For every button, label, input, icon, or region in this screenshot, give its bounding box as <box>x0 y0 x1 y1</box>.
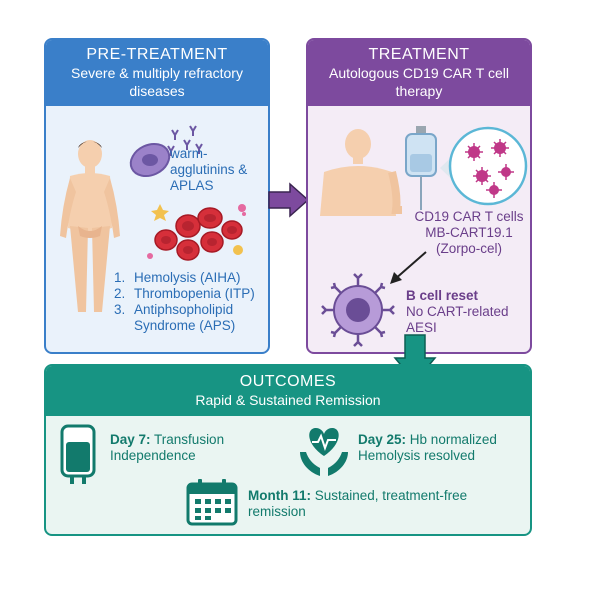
disease-item: 1.Hemolysis (AIHA) <box>114 270 241 285</box>
outcomes-subtitle: Rapid & Sustained Remission <box>195 392 381 408</box>
patient-body-icon <box>60 140 120 312</box>
calendar-icon <box>186 479 238 526</box>
outcome-day7-text: Transfusion Independence <box>110 432 225 463</box>
disease-list: 1.Hemolysis (AIHA) 2.Thrombopenia (ITP) … <box>114 270 264 334</box>
pretreatment-header: PRE-TREATMENT Severe & multiply refracto… <box>46 40 268 106</box>
disease-item: 3.Antiphsopholipid Syndrome (APS) <box>114 302 236 333</box>
pretreatment-subtitle: Severe & multiply refractory diseases <box>71 65 243 99</box>
arrow-right-icon <box>268 182 310 218</box>
outcome-day25-text: Hb normalized Hemolysis resolved <box>358 432 497 463</box>
b-cell-icon <box>321 273 395 347</box>
pointer-arrow-icon <box>390 251 427 284</box>
outcome-day25-label: Day 25: <box>358 432 407 447</box>
treatment-panel: TREATMENT Autologous CD19 CAR T cell the… <box>306 38 532 354</box>
bcell-reset-text: No CART-related AESI <box>406 304 509 335</box>
bcell-reset-title: B cell reset <box>406 288 479 303</box>
outcome-day7-label: Day 7: <box>110 432 151 447</box>
outcome-day7: Day 7: Transfusion Independence <box>110 432 260 464</box>
patient-torso-icon <box>320 129 402 216</box>
outcomes-title: OUTCOMES <box>239 373 337 390</box>
bcell-reset-block: B cell reset No CART-related AESI <box>406 288 526 336</box>
antibody-label: warm-agglutinins & APLAS <box>170 146 248 193</box>
red-blood-cells-icon <box>147 204 246 261</box>
antibody-cell-icon <box>129 125 203 178</box>
pretreatment-title: PRE-TREATMENT <box>86 46 228 63</box>
outcomes-header: OUTCOMES Rapid & Sustained Remission <box>46 366 530 416</box>
outcomes-panel: OUTCOMES Rapid & Sustained Remission Day… <box>44 364 532 536</box>
blood-bag-icon <box>60 424 96 484</box>
iv-bag-icon <box>405 126 437 210</box>
outcome-month11-label: Month 11: <box>248 488 311 503</box>
pretreatment-panel: PRE-TREATMENT Severe & multiply refracto… <box>44 38 270 354</box>
outcome-day25: Day 25: Hb normalized Hemolysis resolved <box>358 432 528 464</box>
cart-label: CD19 CAR T cells MB-CART19.1 (Zorpo-cel) <box>414 209 524 256</box>
outcome-month11: Month 11: Sustained, treatment-free remi… <box>248 488 488 520</box>
outcome-month11-text: Sustained, treatment-free remission <box>248 488 468 519</box>
disease-item: 2.Thrombopenia (ITP) <box>114 286 255 301</box>
treatment-header: TREATMENT Autologous CD19 CAR T cell the… <box>308 40 530 106</box>
treatment-subtitle: Autologous CD19 CAR T cell therapy <box>328 65 510 99</box>
heart-hands-icon <box>300 428 348 476</box>
treatment-title: TREATMENT <box>368 46 470 63</box>
car-t-cells-magnified-icon <box>440 126 528 206</box>
